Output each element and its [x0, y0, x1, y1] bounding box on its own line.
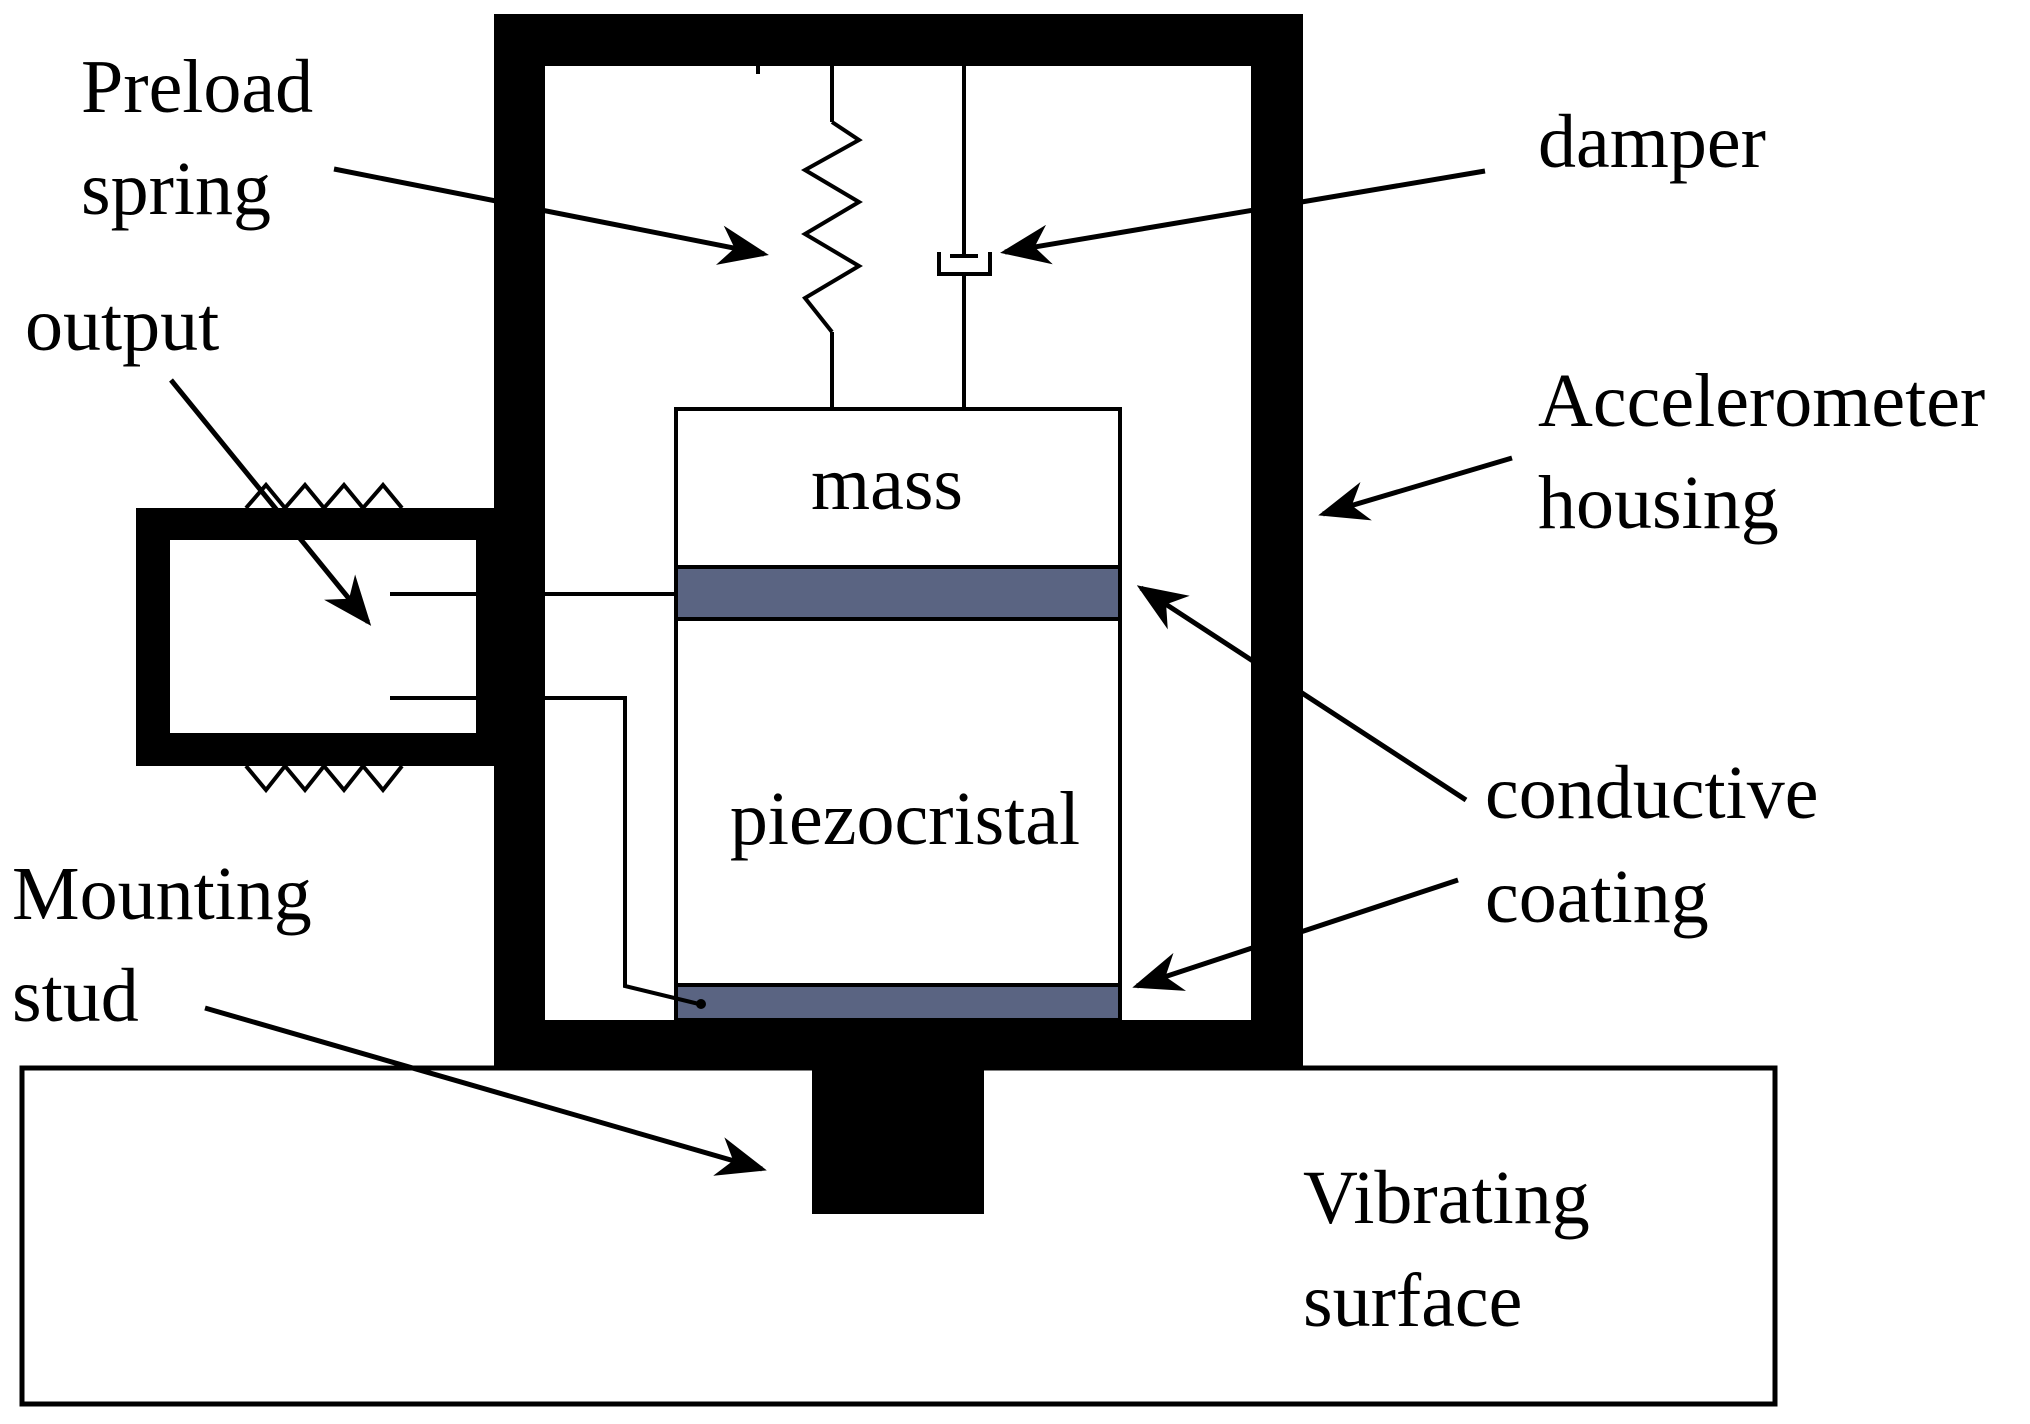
label-stud: stud	[12, 954, 139, 1038]
arrow-housing	[1318, 455, 1513, 521]
conductive-coating-bottom	[674, 983, 1122, 1022]
mass-block	[674, 407, 1122, 569]
label-surface: surface	[1303, 1259, 1522, 1343]
label-vibrating: Vibrating	[1303, 1156, 1590, 1240]
damper	[937, 66, 992, 409]
label-preload: Preload	[81, 45, 313, 129]
label-output: output	[25, 283, 219, 367]
label-mounting: Mounting	[12, 852, 312, 936]
label-coating: coating	[1485, 855, 1709, 939]
arrow-preload-spring	[333, 166, 769, 265]
label-housing: housing	[1538, 461, 1779, 545]
arrow-coating-top	[1136, 585, 1468, 803]
label-damper: damper	[1538, 100, 1766, 184]
arrow-mounting-stud	[204, 1005, 767, 1176]
arrow-coating-bottom	[1132, 877, 1459, 991]
label-conductive: conductive	[1485, 751, 1818, 835]
label-piezocristal: piezocristal	[730, 777, 1080, 861]
label-mass: mass	[811, 442, 963, 526]
label-spring: spring	[81, 147, 271, 231]
conductive-coating-top	[674, 565, 1122, 621]
output-wires	[390, 592, 706, 1009]
arrow-output	[169, 378, 372, 626]
label-accelerometer: Accelerometer	[1538, 359, 1985, 443]
preload-spring	[800, 66, 863, 409]
mounting-stud	[812, 1060, 984, 1214]
output-connector	[136, 481, 494, 794]
arrow-damper	[1000, 168, 1486, 265]
